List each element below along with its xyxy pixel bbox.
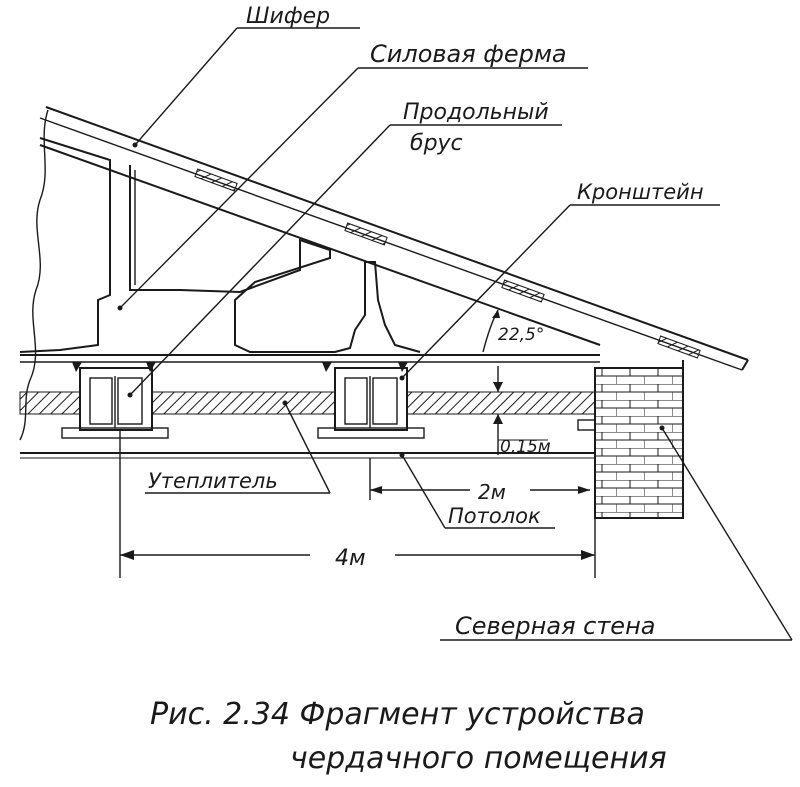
- leader-north-wall: Северная стена: [440, 425, 793, 641]
- gap-dimension: 0,15м: [493, 366, 551, 457]
- leader-bracket: Кронштейн: [399, 180, 720, 381]
- leader-truss: Силовая ферма: [117, 40, 588, 311]
- power-truss: [19, 137, 601, 363]
- caption-line1: Рис. 2.34 Фрагмент устройства: [150, 697, 645, 732]
- span-2m-dimension: 2м: [369, 458, 590, 504]
- span-4m-value: 4м: [335, 546, 366, 571]
- angle-dimension: 22,5°: [482, 309, 544, 353]
- label-truss: Силовая ферма: [370, 40, 567, 68]
- caption-line2: чердачного помещения: [290, 741, 667, 776]
- angle-value: 22,5°: [498, 325, 544, 345]
- label-bracket: Кронштейн: [577, 180, 704, 204]
- slate-roof: [39, 106, 749, 371]
- longitudinal-beam-left: [79, 367, 153, 431]
- label-beam-line2: брус: [410, 131, 463, 156]
- span-4m-dimension: 4м: [119, 430, 596, 578]
- label-ceiling: Потолок: [448, 504, 541, 528]
- label-insulation: Утеплитель: [148, 469, 278, 493]
- label-beam-line1: Продольный: [403, 100, 549, 125]
- span-2m-value: 2м: [478, 480, 506, 504]
- leader-slate: Шифер: [132, 4, 360, 148]
- gap-value: 0,15м: [500, 437, 551, 457]
- ceiling-plates: [20, 419, 601, 459]
- left-break-line: [19, 109, 49, 441]
- leader-ceiling: Потолок: [399, 452, 555, 529]
- leader-insulation: Утеплитель: [145, 400, 331, 494]
- label-north-wall: Северная стена: [455, 612, 655, 640]
- north-wall: [594, 360, 684, 519]
- longitudinal-beam-right: [334, 367, 408, 431]
- label-slate: Шифер: [246, 4, 330, 29]
- leader-beam: Продольный брус: [127, 100, 562, 398]
- insulation-layer: [19, 391, 596, 415]
